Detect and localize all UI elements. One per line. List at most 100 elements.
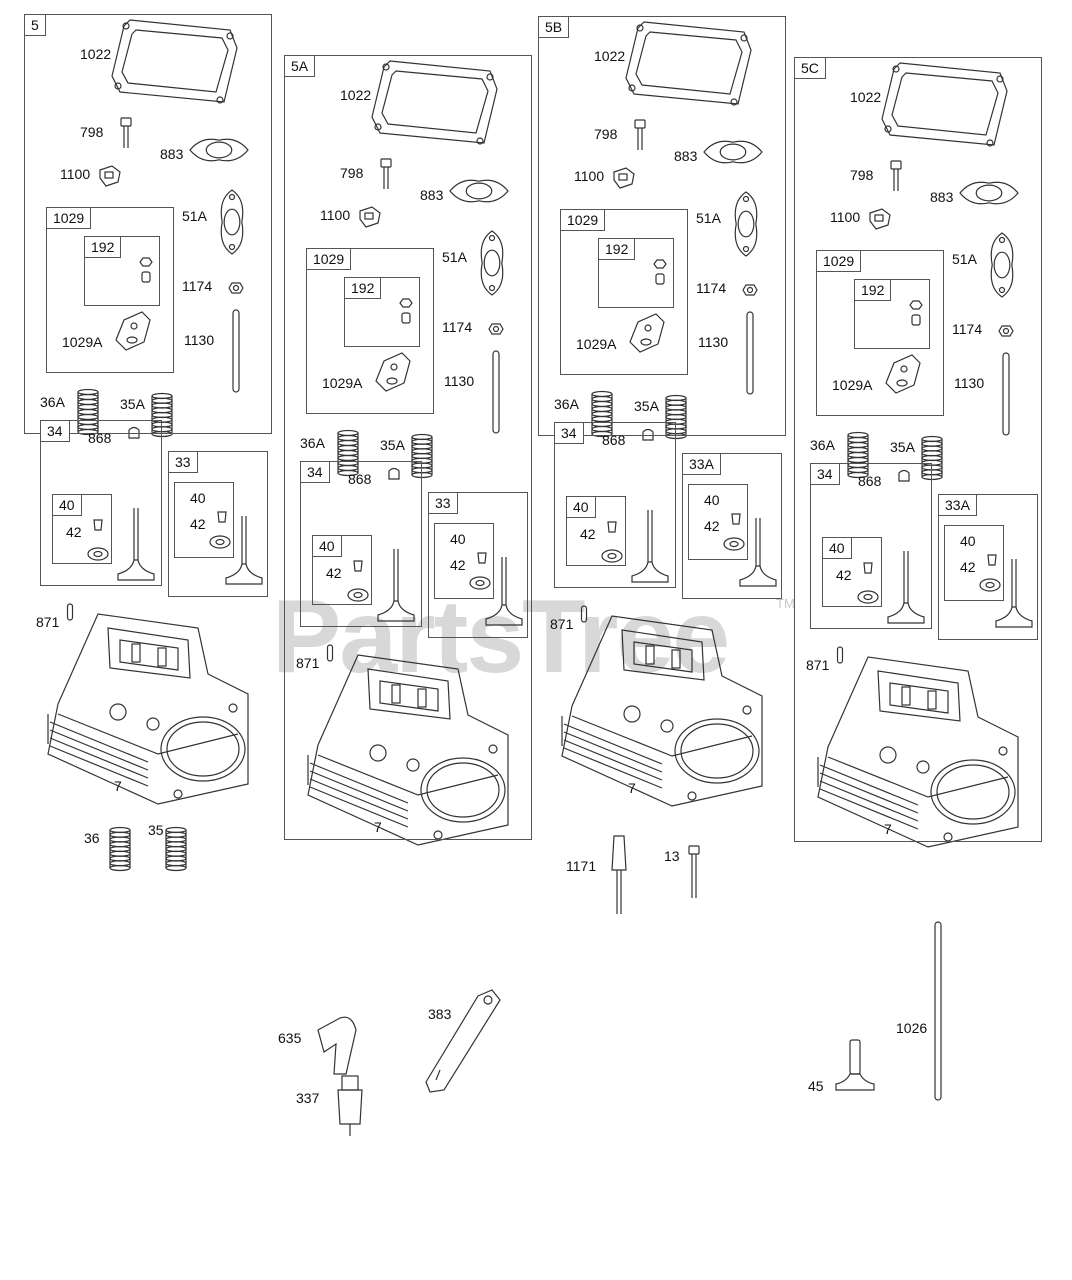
panel-4-frame: 5C — [794, 57, 1042, 842]
label-head-bolt-long: 1171 — [566, 858, 597, 874]
panel-3-label-gasket-intake: 51A — [696, 210, 721, 226]
panel-1-label-spring-b: 35A — [120, 396, 145, 412]
panel-4-box-nut-kit: 192 — [854, 279, 930, 349]
panel-2-box-rocker-kit: 1029 — [306, 248, 434, 414]
label-spark-plug-boot: 635 — [278, 1030, 302, 1046]
panel-3-label-nut: 1174 — [696, 280, 727, 296]
panel-4-label-spring-a: 36A — [810, 437, 835, 453]
label-head-bolt: 13 — [664, 848, 680, 864]
panel-1-label-intake-keeper: 42 — [190, 516, 206, 532]
panel-3-label-push-rod: 1130 — [698, 334, 729, 350]
panel-1-box-exhaust-kit-tag: 34 — [40, 420, 70, 442]
panel-2-box-exhaust-kit: 34 — [300, 461, 422, 627]
panel-2-box-nut-kit-tag: 192 — [344, 277, 382, 299]
panel-1-box-exhaust-kit: 34 — [40, 420, 162, 586]
panel-1-label-spring-a: 36A — [40, 394, 65, 410]
panel-1-box-intake-retainer — [174, 482, 234, 558]
label-push-rod-long: 1026 — [896, 1020, 928, 1036]
label-valve: 45 — [808, 1078, 824, 1094]
panel-4-box-intake-kit: 33A — [938, 494, 1038, 640]
panel-3-label-intake-keeper: 42 — [704, 518, 720, 534]
panel-3-label-spring-b: 35A — [634, 398, 659, 414]
panel-3-label-intake-retainer-kit: 40 — [704, 492, 720, 508]
panel-3-frame: 5B — [538, 16, 786, 436]
panel-2-label-nut: 1174 — [442, 319, 473, 335]
panel-1-label-head: 7 — [114, 778, 122, 794]
panel-2-box-nut-kit: 192 — [344, 277, 420, 347]
panel-4-box-rocker-kit-tag: 1029 — [816, 250, 862, 272]
panel-4-label-screw: 798 — [850, 167, 874, 183]
panel-4-label-guide-plate: 1100 — [830, 209, 861, 225]
panel-1-label-gasket-intake: 51A — [182, 208, 207, 224]
label-spark-plug: 337 — [296, 1090, 320, 1106]
panel-1-box-nut-kit: 192 — [84, 236, 160, 306]
panel-1-box-retainer-kit-tag: 40 — [52, 494, 82, 516]
panel-2-art — [307, 60, 523, 846]
panel-1-frame-tag: 5 — [24, 14, 46, 36]
panel-4-label-keeper: 42 — [836, 567, 852, 583]
panel-4-label-gasket-exhaust: 883 — [930, 189, 954, 205]
panel-4-box-rocker-kit: 1029 — [816, 250, 944, 416]
panel-1-art — [47, 19, 263, 805]
panel-1-box-rocker-kit: 1029 — [46, 207, 174, 373]
panel-4-frame-tag: 5C — [794, 57, 826, 79]
panel-3-label-pin: 871 — [550, 616, 574, 632]
panel-3-label-cap: 868 — [602, 432, 626, 448]
panel-2-box-intake-kit-tag: 33 — [428, 492, 458, 514]
panel-1-label-intake-retainer-kit: 40 — [190, 490, 206, 506]
panel-4-box-nut-kit-tag: 192 — [854, 279, 892, 301]
panel-4-label-rocker-arm: 1029A — [832, 377, 873, 393]
panel-2-box-intake-retainer — [434, 523, 494, 599]
panel-2-box-retainer-kit-tag: 40 — [312, 535, 342, 557]
panel-2-label-spring-b: 35A — [380, 437, 405, 453]
panel-1-label-gasket-cover: 1022 — [80, 46, 112, 62]
panel-1-label-push-rod: 1130 — [184, 332, 215, 348]
loose-parts-art — [109, 826, 942, 1136]
panel-2-box-rocker-kit-tag: 1029 — [306, 248, 352, 270]
panel-4-label-pin: 871 — [806, 657, 830, 673]
panel-2-box-intake-kit: 33 — [428, 492, 528, 638]
panel-4-box-intake-retainer — [944, 525, 1004, 601]
panel-2-label-keeper: 42 — [326, 565, 342, 581]
panel-1-box-rocker-kit-tag: 1029 — [46, 207, 92, 229]
panel-3-label-gasket-exhaust: 883 — [674, 148, 698, 164]
panel-1-label-rocker-arm: 1029A — [62, 334, 103, 350]
panel-1-box-intake-kit-tag: 33 — [168, 451, 198, 473]
panel-1-label-pin: 871 — [36, 614, 60, 630]
panel-2-label-cap: 868 — [348, 471, 372, 487]
panel-3-label-screw: 798 — [594, 126, 618, 142]
panel-3-box-nut-kit: 192 — [598, 238, 674, 308]
panel-4-label-nut: 1174 — [952, 321, 983, 337]
panel-2-label-pin: 871 — [296, 655, 320, 671]
panel-2-label-rocker-arm: 1029A — [322, 375, 363, 391]
panel-3-box-intake-kit: 33A — [682, 453, 782, 599]
panel-3-label-spring-a: 36A — [554, 396, 579, 412]
panel-3-box-exhaust-kit-tag: 34 — [554, 422, 584, 444]
panel-3-art — [561, 21, 777, 807]
panel-4-label-gasket-cover: 1022 — [850, 89, 882, 105]
panel-4-box-retainer-kit-tag: 40 — [822, 537, 852, 559]
panel-4-box-intake-kit-tag: 33A — [938, 494, 977, 516]
panel-4-box-retainer-kit: 40 — [822, 537, 882, 607]
panel-4-label-cap: 868 — [858, 473, 882, 489]
panel-3-box-exhaust-kit: 34 — [554, 422, 676, 588]
panel-1-frame: 5 — [24, 14, 272, 434]
panel-2-label-spring-a: 36A — [300, 435, 325, 451]
panel-2-box-exhaust-kit-tag: 34 — [300, 461, 330, 483]
panel-4-box-exhaust-kit: 34 — [810, 463, 932, 629]
panel-2-label-gasket-intake: 51A — [442, 249, 467, 265]
panel-1-box-intake-kit: 33 — [168, 451, 268, 597]
panel-2-label-intake-retainer-kit: 40 — [450, 531, 466, 547]
panel-1-label-gasket-exhaust: 883 — [160, 146, 184, 162]
panel-4-label-intake-keeper: 42 — [960, 559, 976, 575]
panel-2-label-push-rod: 1130 — [444, 373, 475, 389]
panel-4-label-spring-b: 35A — [890, 439, 915, 455]
panel-1-label-guide-plate: 1100 — [60, 166, 91, 182]
panel-3-box-rocker-kit-tag: 1029 — [560, 209, 606, 231]
panel-4-art — [817, 62, 1033, 848]
panel-2-label-gasket-cover: 1022 — [340, 87, 372, 103]
panel-4-box-exhaust-kit-tag: 34 — [810, 463, 840, 485]
panel-1-label-keeper: 42 — [66, 524, 82, 540]
panel-3-label-guide-plate: 1100 — [574, 168, 605, 184]
